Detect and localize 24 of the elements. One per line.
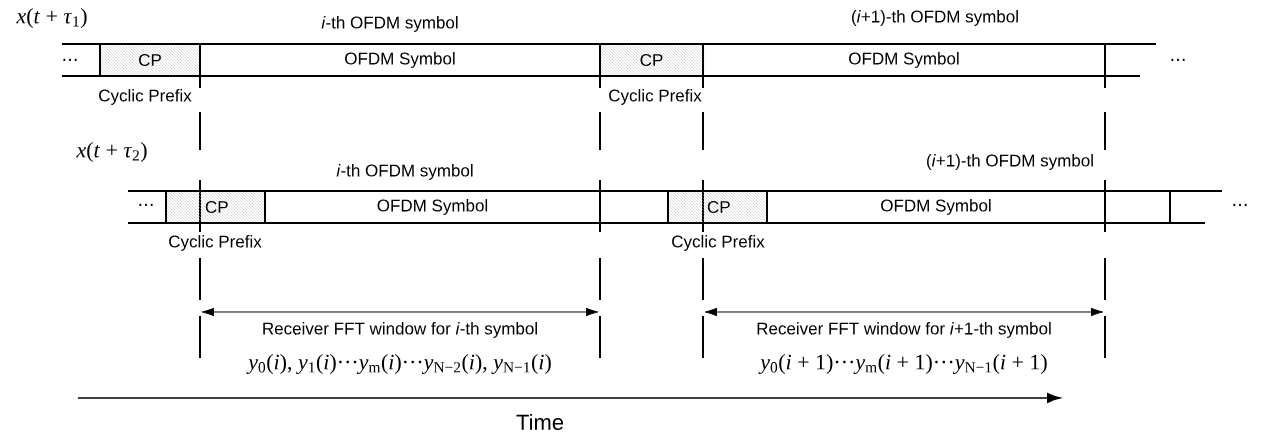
window-label: Receiver FFT window for i-th symbol [263,322,537,338]
prefix-caption: Cyclic Prefix [609,89,702,105]
prefix-box: CP [599,43,704,77]
axis-label: Time [516,413,564,431]
ellipsis: ⋯ [1233,203,1247,206]
sample-formula: y$_{0}$(i + 1)···y$_{m}$(i + 1)···y$_{N−1}$(i + 1) [758,354,1047,374]
prefix-box: CP [667,190,768,224]
signal-formula: x(t + τ$_{1}$) [16,8,87,28]
prefix-box: CP [165,190,266,224]
prefix-caption: Cyclic Prefix [169,235,262,251]
prefix-caption: Cyclic Prefix [99,89,192,105]
signal-formula: x(t + τ$_{2}$) [76,142,147,162]
symbol-title: (i+1)-th OFDM symbol [852,10,1018,26]
ellipsis: ⋯ [63,58,77,61]
prefix-box: CP [99,43,201,77]
symbol-box: OFDM Symbol [264,190,601,224]
symbol-box: OFDM Symbol [199,43,601,77]
symbol-title: (i+1)-th OFDM symbol [927,154,1093,170]
sample-formula: y$_{0}$(i), y$_{1}$(i)···y$_{m}$(i)···y$_{N−2}$(i), y$_{N−1}$(i) [246,354,551,374]
symbol-box: OFDM Symbol [766,190,1106,224]
window-label: Receiver FFT window for i+1-th symbol [757,322,1051,338]
symbol-box: OFDM Symbol [702,43,1106,77]
ellipsis: ⋯ [1171,58,1185,61]
prefix-caption: Cyclic Prefix [672,235,765,251]
